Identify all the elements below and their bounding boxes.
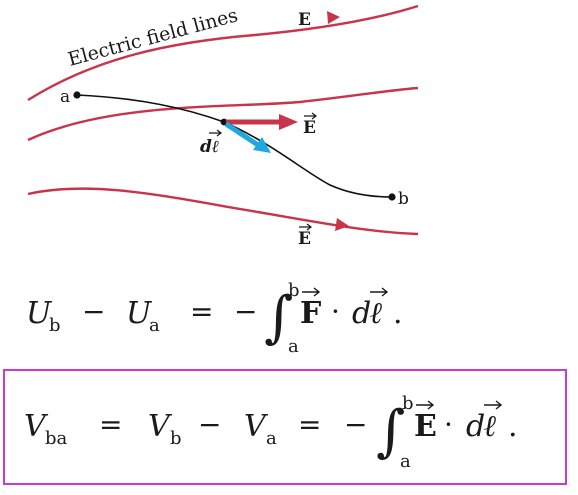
point-b-label: b [398,189,409,209]
energy-force-vector-arrow [302,287,321,297]
energy-minus: − [82,295,105,328]
energy-ell-vector-arrow [370,287,389,297]
field-symbol-vector-arrow [304,112,317,120]
energy-dot: · [331,295,340,328]
field-line-top [27,4,419,102]
potential-ell-vector-arrow [484,400,503,410]
displacement-vector-arrow [224,121,260,148]
potential-field-vector-arrow [416,400,435,410]
potential-equals-1: = [99,408,122,441]
displacement-vector-arrowhead [253,137,271,153]
energy-upper-limit: b [288,280,300,301]
potential-upper-limit: b [402,393,414,414]
energy-d: d [352,296,371,331]
energy-U-a-sub: a [149,315,160,336]
potential-neg: − [344,408,367,441]
potential-period: . [508,409,518,444]
energy-equation: U b − U a = − ∫ b a F · d ℓ . [26,280,403,357]
potential-V-ba: V [24,409,49,444]
point-a-label: a [60,87,70,107]
potential-V-b-sub: b [170,428,182,449]
point-b-dot [388,193,396,201]
field-line-top-arrowhead [327,11,340,24]
potential-integral-sign: ∫ [376,399,405,464]
potential-equals-2: = [298,408,321,441]
highlight-box [3,369,567,485]
energy-force-vector: F [300,296,321,331]
energy-lower-limit: a [288,336,299,357]
displacement-label: dℓ [200,137,219,157]
potential-V-ba-sub: ba [45,428,68,449]
field-symbol-bottom-arrow [299,223,312,231]
energy-equals: = [190,295,213,328]
energy-integral-sign: ∫ [264,285,293,350]
energy-U-a: U [126,296,153,331]
energy-U-b-sub: b [49,315,61,336]
potential-field-vector: E [414,409,437,444]
field-line-bottom-arrowhead [335,218,349,231]
energy-neg: − [234,295,257,328]
potential-lower-limit: a [400,451,411,472]
displacement-origin-dot [220,118,228,126]
potential-V-a: V [244,409,269,444]
potential-minus: − [198,408,221,441]
field-vector-arrowhead [279,114,298,130]
field-symbol-bottom: E [298,229,311,249]
displacement-label-arrow [209,129,222,137]
potential-ell: ℓ [484,409,497,444]
energy-U-b: U [26,296,53,331]
electric-field-diagram: Electric field lines E E E a b dℓ [27,4,419,249]
path-a-to-b [76,94,393,198]
field-line-bottom [27,187,419,236]
potential-dot: · [444,408,453,441]
field-symbol-vector: E [303,118,316,138]
potential-V-b: V [148,409,173,444]
field-symbol-top: E [298,10,311,30]
energy-period: . [393,296,403,331]
point-a-dot [73,91,81,99]
potential-d: d [466,409,485,444]
energy-ell: ℓ [370,296,383,331]
potential-V-a-sub: a [266,428,277,449]
field-line-middle [27,86,419,142]
